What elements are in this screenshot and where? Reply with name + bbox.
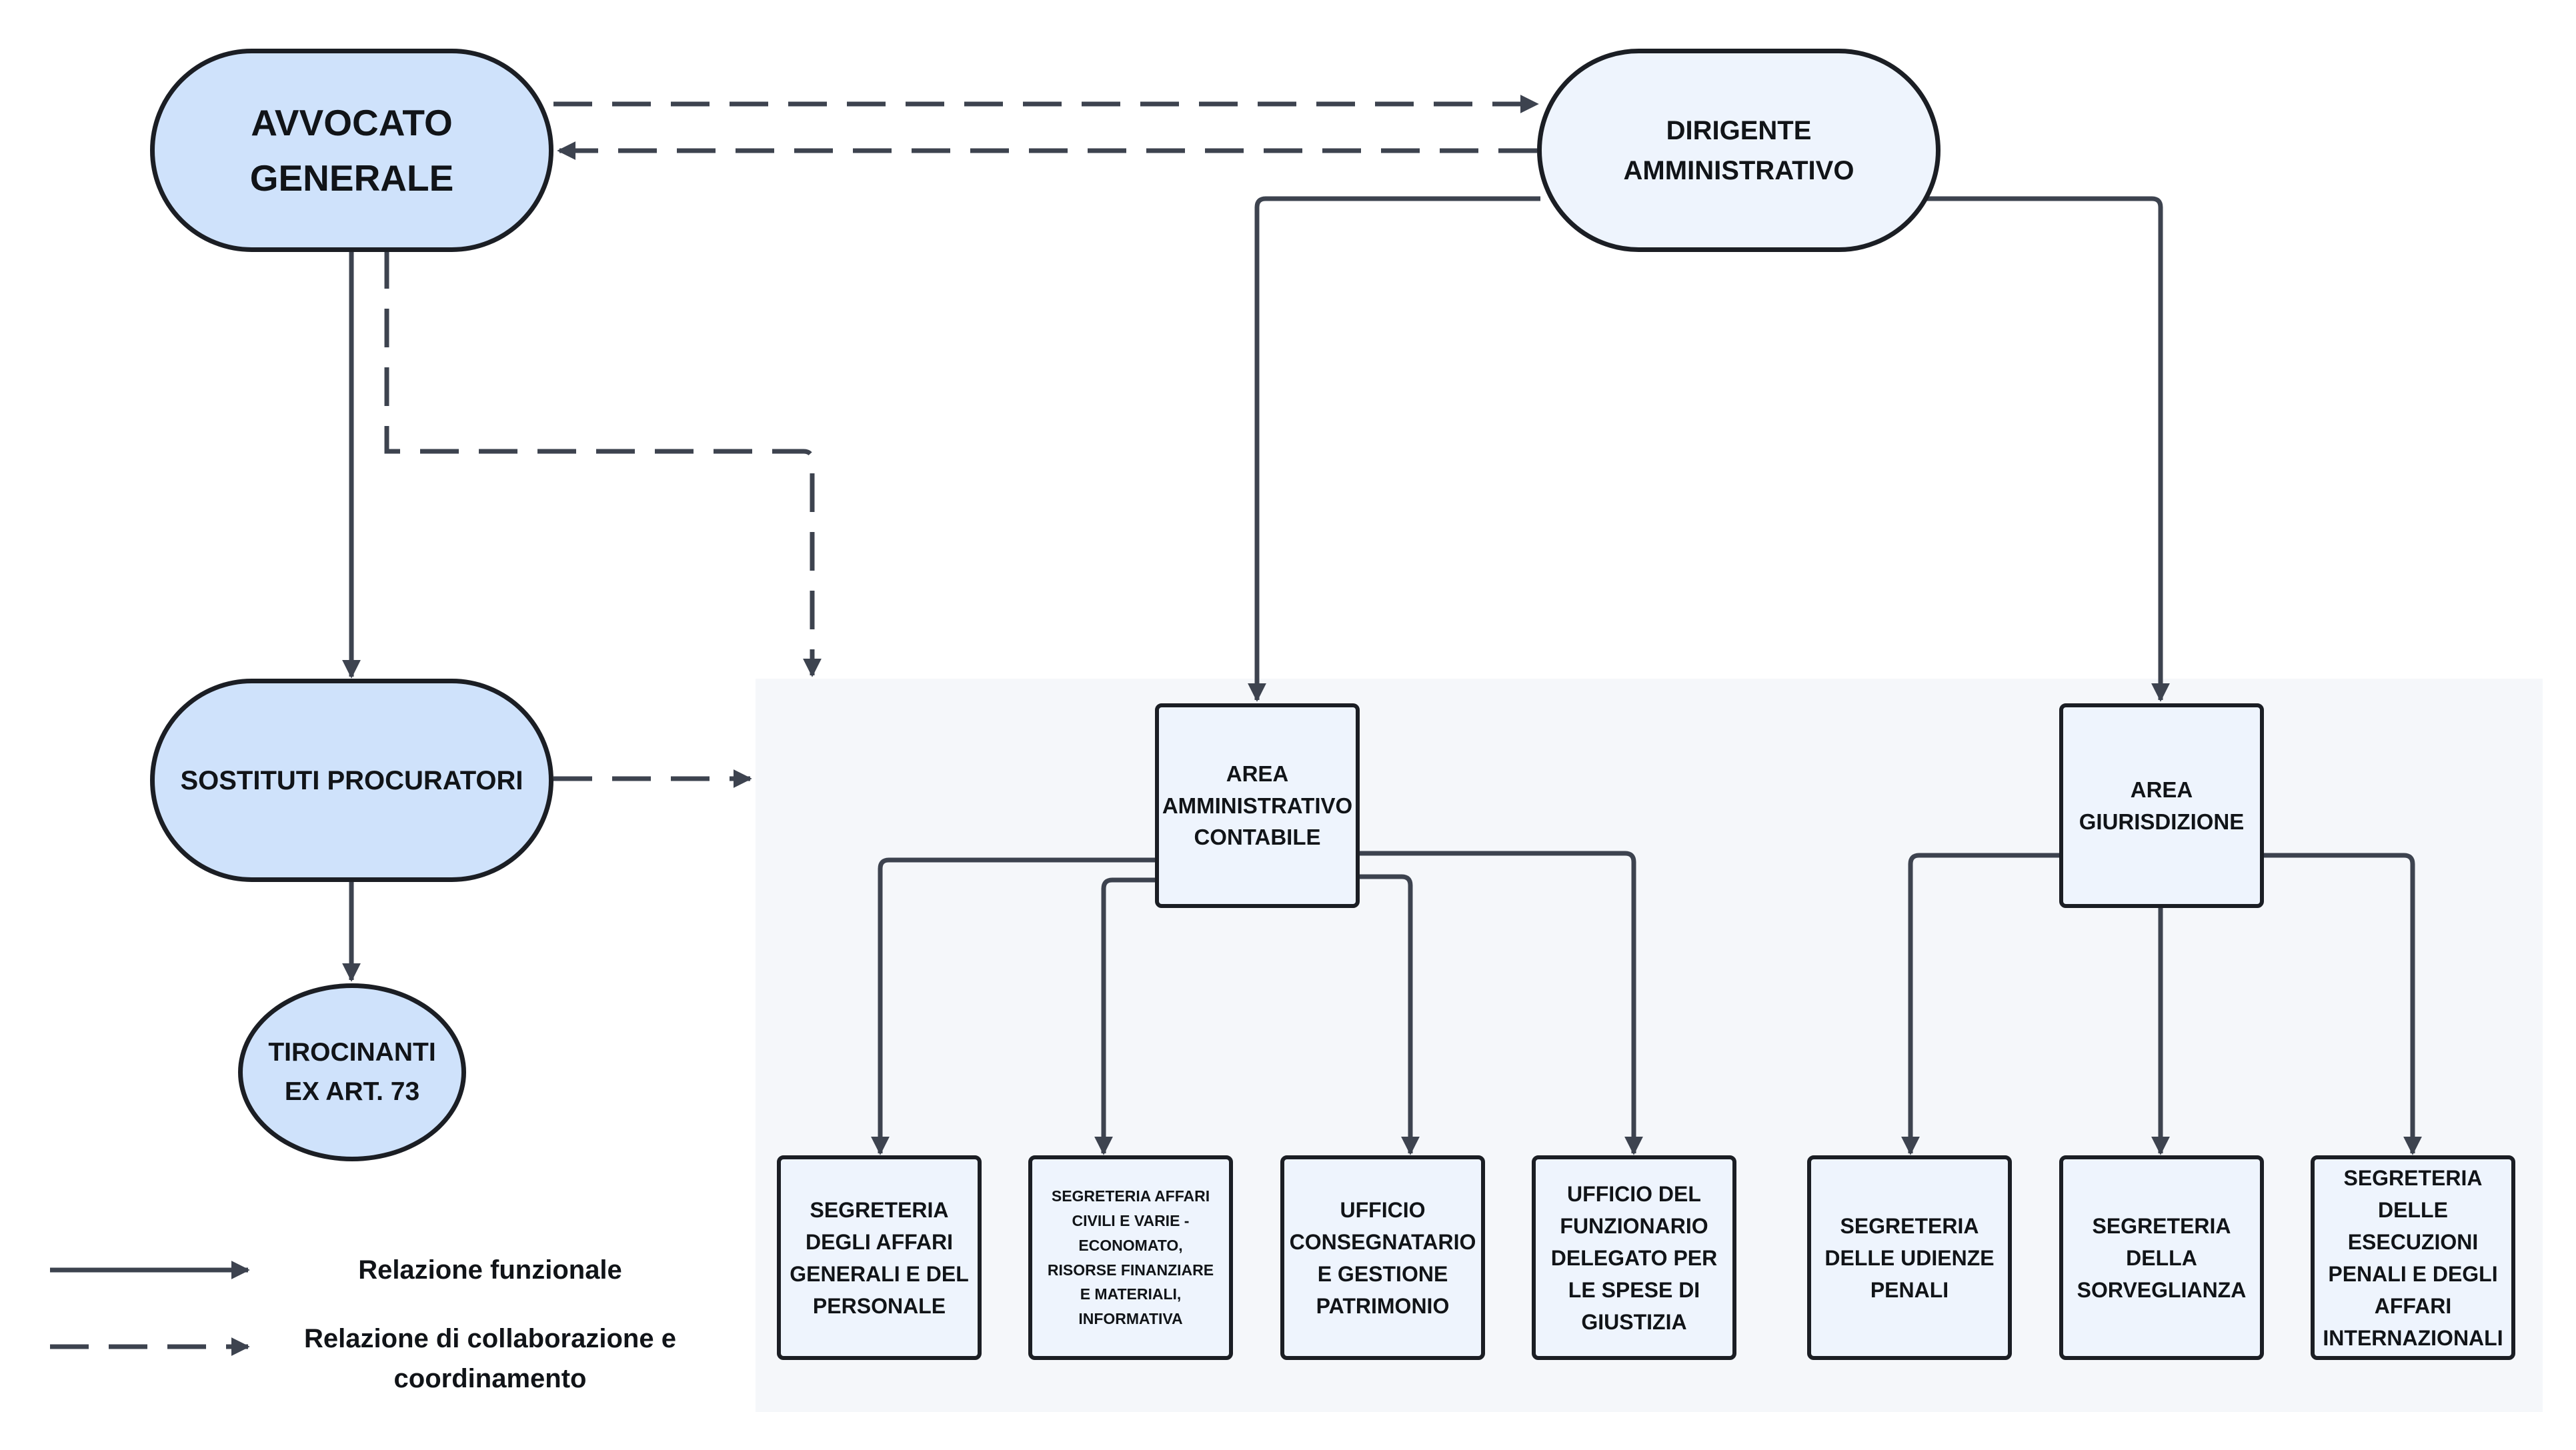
- dirigente-amministrativo-node: DIRIGENTE AMMINISTRATIVO: [1537, 49, 1941, 252]
- link-dirigente-to-area-giurisdizione: [1926, 196, 2170, 702]
- area-amministrativo-contabile-node: AREA AMMINISTRATIVO CONTABILE: [1155, 703, 1360, 908]
- area-giurisdizione-node: AREA GIURISDIZIONE: [2059, 703, 2264, 908]
- segreteria-udienze-penali-node: SEGRETERIA DELLE UDIENZE PENALI: [1807, 1155, 2012, 1360]
- segreteria-affari-generali-node: SEGRETERIA DEGLI AFFARI GENERALI E DEL P…: [777, 1155, 982, 1360]
- legend-collaboration-label: Relazione di collaborazione e coordiname…: [304, 1324, 676, 1393]
- link-avvocato-to-offices-area: [384, 250, 822, 677]
- link-area-amm-to-ufficio-funzionario: [1359, 851, 1643, 1155]
- legend-functional-label: Relazione funzionale: [358, 1255, 622, 1285]
- link-area-amm-to-ufficio-consegnatario: [1359, 874, 1420, 1155]
- ufficio-consegnatario-node: UFFICIO CONSEGNATARIO E GESTIONE PATRIMO…: [1280, 1155, 1485, 1360]
- link-dirigente-to-area-amministrativa: [1248, 196, 1540, 702]
- link-area-giur-to-segreteria-udienze: [1901, 853, 2061, 1155]
- sostituti-procuratori-node: SOSTITUTI PROCURATORI: [150, 679, 553, 882]
- link-area-amm-to-segreteria-affari-generali: [871, 857, 1156, 1155]
- ufficio-funzionario-delegato-node: UFFICIO DEL FUNZIONARIO DELEGATO PER LE …: [1532, 1155, 1736, 1360]
- segreteria-sorveglianza-node: SEGRETERIA DELLA SORVEGLIANZA: [2059, 1155, 2264, 1360]
- tirocinanti-node: TIROCINANTI EX ART. 73: [238, 983, 466, 1161]
- avvocato-generale-node: AVVOCATO GENERALE: [150, 49, 553, 252]
- segreteria-affari-civili-node: SEGRETERIA AFFARI CIVILI E VARIE - ECONO…: [1028, 1155, 1233, 1360]
- link-area-giur-to-segreteria-esecuzioni: [2262, 853, 2422, 1155]
- segreteria-esecuzioni-node: SEGRETERIA DELLE ESECUZIONI PENALI E DEG…: [2311, 1155, 2515, 1360]
- link-area-amm-to-segreteria-affari-civili: [1094, 877, 1156, 1155]
